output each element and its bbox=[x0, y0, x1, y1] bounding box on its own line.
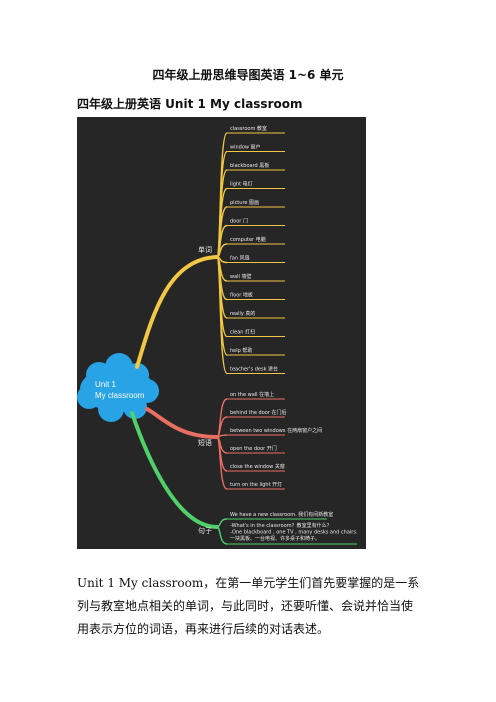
words-node: teacher's desk 讲台 bbox=[230, 366, 278, 373]
sentences-connector bbox=[216, 526, 228, 545]
phrases-node: turn on the light 开灯 bbox=[230, 481, 282, 488]
root-label-line2: My classroom bbox=[95, 391, 145, 400]
sentences-node: -One blackboard , one TV , many desks an… bbox=[230, 530, 358, 536]
document-title: 四年级上册思维导图英语 1~6 单元 bbox=[152, 68, 344, 82]
branch-label-words: 单词 bbox=[198, 245, 212, 254]
branch-label-sentences: 句子 bbox=[198, 526, 212, 535]
sentences-node: We have a new classroom. 我们有间新教室 bbox=[230, 511, 333, 518]
phrases-connector bbox=[216, 436, 228, 490]
phrases-node: close the window 关窗 bbox=[230, 463, 285, 470]
mindmap-image: Unit 1 My classroom 单词 短语 句子 classroom 教… bbox=[77, 117, 366, 549]
words-node: door 门 bbox=[230, 218, 248, 225]
words-node: classroom 教室 bbox=[230, 125, 267, 132]
words-node: help 帮助 bbox=[230, 347, 252, 354]
root-label-line1: Unit 1 bbox=[95, 380, 116, 389]
words-node: floor 地板 bbox=[230, 292, 253, 299]
words-node: clean 打扫 bbox=[230, 329, 255, 336]
branch-label-phrases: 短语 bbox=[198, 438, 212, 447]
phrases-connector bbox=[216, 416, 228, 438]
words-node: fan 风扇 bbox=[230, 255, 250, 262]
words-connector bbox=[216, 256, 228, 375]
phrases-node: between two windows 在两扇窗户之间 bbox=[230, 427, 322, 434]
sentences-node: 一块黑板、一台电视、许多桌子和椅子。 bbox=[230, 535, 320, 542]
phrases-node: behind the door 在门后 bbox=[230, 409, 286, 416]
root-cloud: Unit 1 My classroom bbox=[77, 353, 159, 422]
sentences-connector bbox=[216, 518, 228, 528]
words-node: computer 电脑 bbox=[230, 236, 266, 243]
body-paragraph: Unit 1 My classroom，在第一单元学生们首先要掌握的是一系列与教… bbox=[77, 576, 420, 636]
phrases-node: on the wall 在墙上 bbox=[230, 391, 274, 398]
words-node: wall 墙壁 bbox=[230, 273, 252, 280]
words-node: blackboard 黑板 bbox=[230, 162, 269, 169]
section-subtitle: 四年级上册英语 Unit 1 My classroom bbox=[77, 97, 303, 111]
sentences-node: -What's in the classroom？教室里有什么？ bbox=[230, 522, 332, 529]
words-node: really 真的 bbox=[230, 310, 255, 317]
words-node: window 窗户 bbox=[230, 144, 261, 151]
phrases-node: open the door 开门 bbox=[230, 445, 277, 452]
words-node: picture 图画 bbox=[230, 200, 259, 206]
words-node: light 电灯 bbox=[230, 181, 253, 188]
